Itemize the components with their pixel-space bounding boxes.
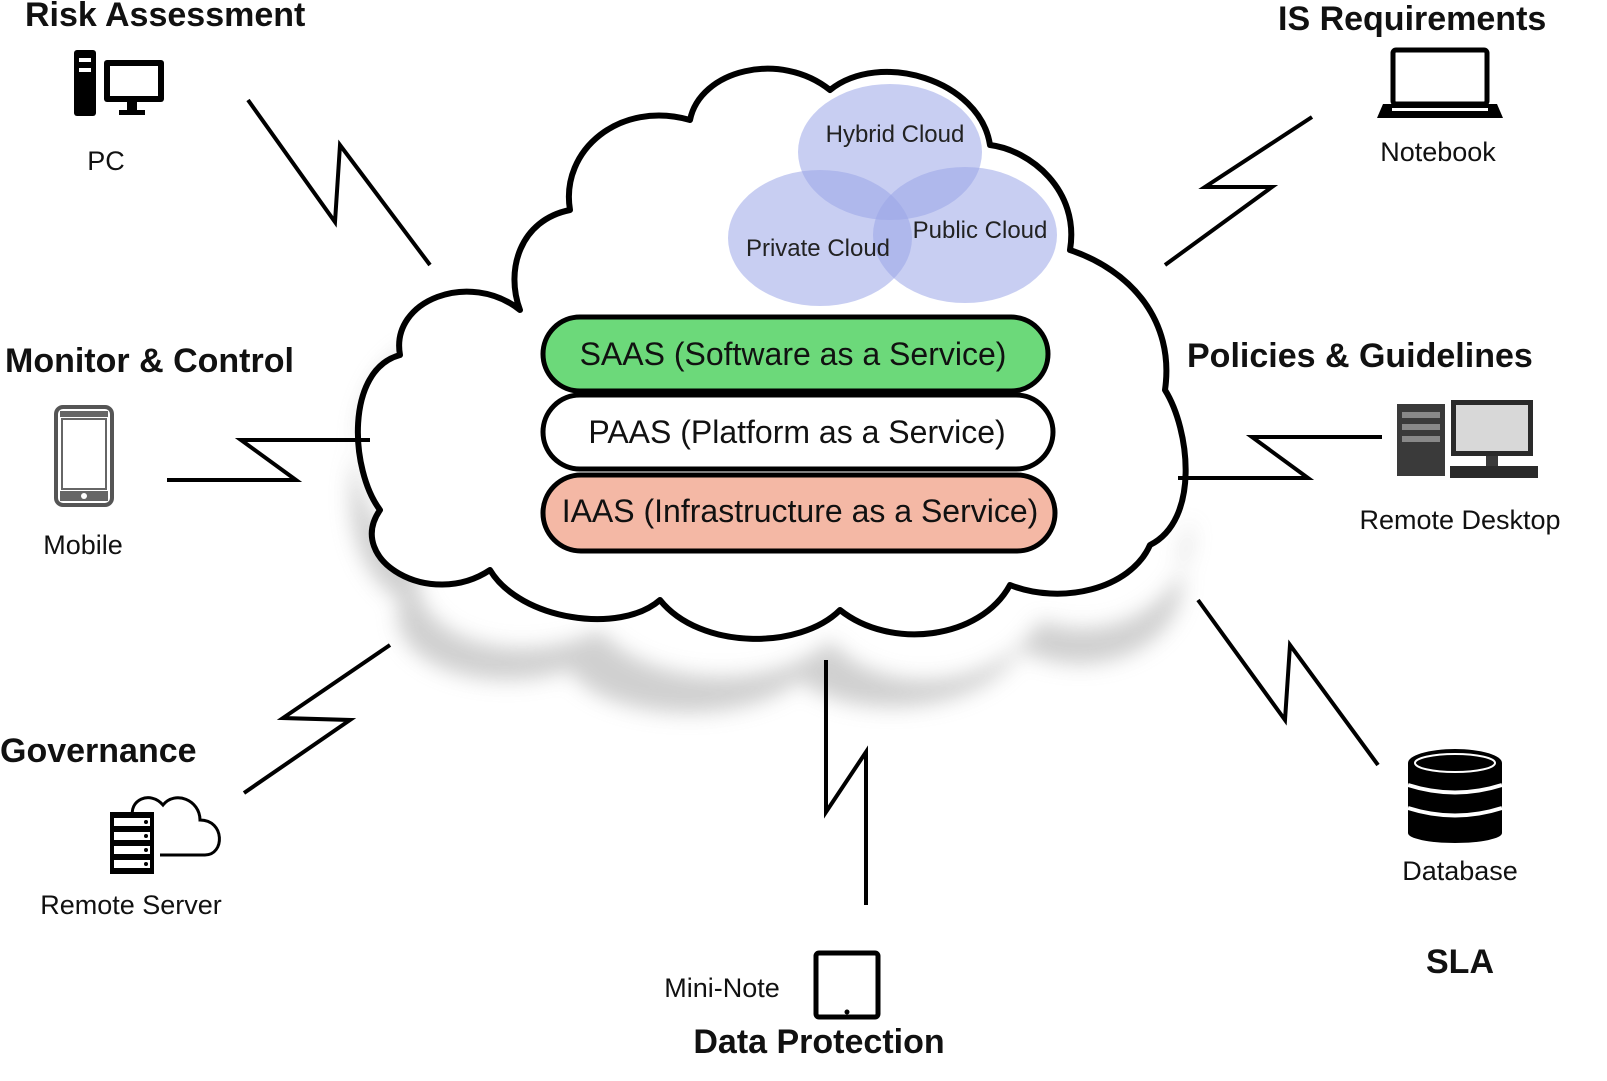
device-label-remote-desktop: Remote Desktop bbox=[1359, 505, 1560, 535]
node-is-requirements: IS Requirements Notebook bbox=[1278, 0, 1546, 167]
laptop-icon bbox=[1377, 47, 1503, 118]
deployment-venn: Hybrid Cloud Private Cloud Public Cloud bbox=[728, 84, 1057, 306]
connector-policies bbox=[1178, 435, 1382, 480]
public-cloud-label: Public Cloud bbox=[913, 217, 1048, 244]
device-label-pc: PC bbox=[87, 146, 125, 176]
paas-layer-label: PAAS (Platform as a Service) bbox=[588, 414, 1005, 450]
connector-risk-assessment bbox=[246, 98, 432, 267]
connector-governance bbox=[242, 643, 392, 795]
device-label-notebook: Notebook bbox=[1380, 137, 1496, 167]
node-sla: Database SLA bbox=[1402, 749, 1518, 981]
connector-monitor-control bbox=[167, 438, 370, 482]
node-risk-assessment: Risk Assessment PC bbox=[25, 0, 305, 176]
hybrid-cloud-label: Hybrid Cloud bbox=[826, 121, 965, 148]
node-governance: Governance Remote Server bbox=[0, 732, 222, 920]
node-monitor-control: Monitor & Control Mobile bbox=[5, 342, 294, 560]
device-label-database: Database bbox=[1402, 856, 1518, 886]
heading-risk-assessment: Risk Assessment bbox=[25, 0, 305, 34]
public-cloud-circle bbox=[873, 167, 1057, 303]
heading-policies-guidelines: Policies & Guidelines bbox=[1187, 337, 1533, 375]
heading-is-requirements: IS Requirements bbox=[1278, 0, 1546, 38]
device-label-remote-server: Remote Server bbox=[40, 890, 222, 920]
mobile-icon bbox=[54, 405, 114, 507]
connector-data-protection bbox=[824, 660, 868, 905]
heading-sla: SLA bbox=[1426, 943, 1494, 981]
heading-data-protection: Data Protection bbox=[693, 1023, 944, 1061]
service-layers: SAAS (Software as a Service) PAAS (Platf… bbox=[540, 314, 1058, 554]
device-label-mini-note: Mini-Note bbox=[664, 973, 780, 1003]
connector-sla bbox=[1196, 598, 1380, 767]
node-data-protection: Mini-Note Data Protection bbox=[664, 950, 945, 1061]
saas-layer bbox=[540, 314, 1051, 394]
node-policies-guidelines: Policies & Guidelines Remote Desktop bbox=[1187, 337, 1561, 535]
private-cloud-circle bbox=[728, 170, 912, 306]
saas-layer-label: SAAS (Software as a Service) bbox=[580, 336, 1007, 372]
desktop-icon bbox=[1397, 400, 1538, 478]
heading-governance: Governance bbox=[0, 732, 197, 770]
paas-layer bbox=[540, 392, 1056, 472]
iaas-layer bbox=[540, 472, 1058, 554]
device-label-mobile: Mobile bbox=[43, 530, 123, 560]
database-icon bbox=[1407, 749, 1503, 843]
heading-monitor-control: Monitor & Control bbox=[5, 342, 294, 380]
iaas-layer-label: IAAS (Infrastructure as a Service) bbox=[562, 493, 1039, 529]
pc-icon bbox=[74, 50, 164, 116]
tablet-icon bbox=[813, 950, 881, 1020]
remote-server-icon bbox=[110, 796, 221, 874]
connector-is-requirements bbox=[1163, 115, 1314, 267]
private-cloud-label: Private Cloud bbox=[746, 235, 890, 262]
